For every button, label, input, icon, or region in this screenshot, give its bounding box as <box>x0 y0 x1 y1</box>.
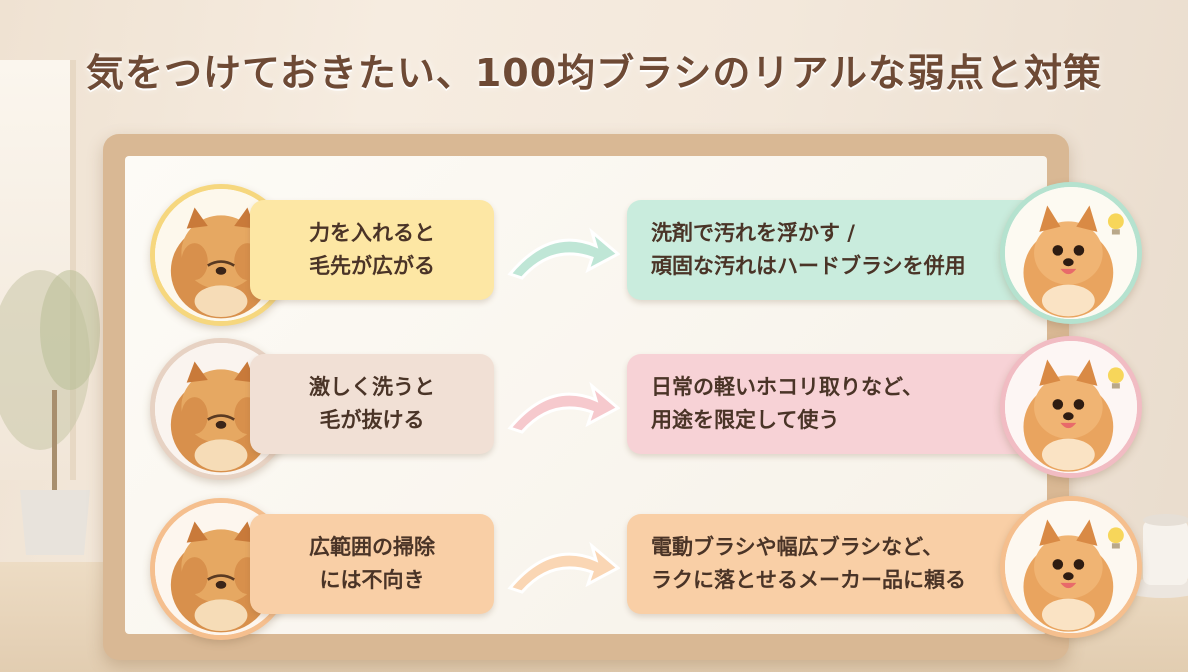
problem-text-line-2: 毛先が広がる <box>309 254 435 278</box>
happy-dog-avatar <box>1000 182 1142 324</box>
solution-text-line-1: 日常の軽いホコリ取りなど、 <box>651 375 923 400</box>
solution-text-line-1: 電動ブラシや幅広ブラシなど、 <box>651 535 944 560</box>
solution-text-line-2: 頑固な汚れはハードブラシを併用 <box>651 254 966 278</box>
solution-card: 洗剤で汚れを浮かす / 頑固な汚れはハードブラシを併用 <box>627 200 1037 300</box>
tip-row-2: 激しく洗うと 毛が抜ける 日常の軽いホコリ取りなど、 用途を限定して使う <box>0 292 1188 480</box>
problem-text-line-1: 激しく洗うと <box>309 375 435 400</box>
problem-card: 広範囲の掃除 には不向き <box>250 514 494 614</box>
page-title: 気をつけておきたい、100均ブラシのリアルな弱点と対策 <box>85 51 1103 95</box>
curved-arrow-icon <box>507 381 620 434</box>
problem-card: 力を入れると 毛先が広がる <box>250 200 494 300</box>
curved-arrow-icon <box>507 541 620 594</box>
problem-card: 激しく洗うと 毛が抜ける <box>250 354 494 454</box>
coffee-cup-decoration <box>1123 514 1188 598</box>
tip-row-3: 広範囲の掃除 には不向き 電動ブラシや幅広ブラシなど、 ラクに落とせるメーカー品… <box>0 452 1188 640</box>
problem-text-line-2: 毛が抜ける <box>319 408 425 432</box>
problem-text-line-1: 力を入れると <box>309 221 435 246</box>
solution-card: 日常の軽いホコリ取りなど、 用途を限定して使う <box>627 354 1037 454</box>
potted-plant-decoration <box>0 270 100 555</box>
solution-text-line-1: 洗剤で汚れを浮かす / <box>651 221 855 246</box>
solution-card: 電動ブラシや幅広ブラシなど、 ラクに落とせるメーカー品に頼る <box>627 514 1037 614</box>
happy-dog-avatar <box>1000 336 1142 478</box>
solution-text-line-2: 用途を限定して使う <box>651 408 840 432</box>
solution-text-line-2: ラクに落とせるメーカー品に頼る <box>651 568 966 592</box>
curved-arrow-icon <box>507 227 620 280</box>
problem-text-line-2: には不向き <box>319 568 425 592</box>
problem-text-line-1: 広範囲の掃除 <box>309 535 435 560</box>
tip-row-1: 力を入れると 毛先が広がる 洗剤で汚れを浮かす / 頑固な汚れはハードブラシを併… <box>0 138 1188 326</box>
happy-dog-avatar <box>1000 496 1142 638</box>
